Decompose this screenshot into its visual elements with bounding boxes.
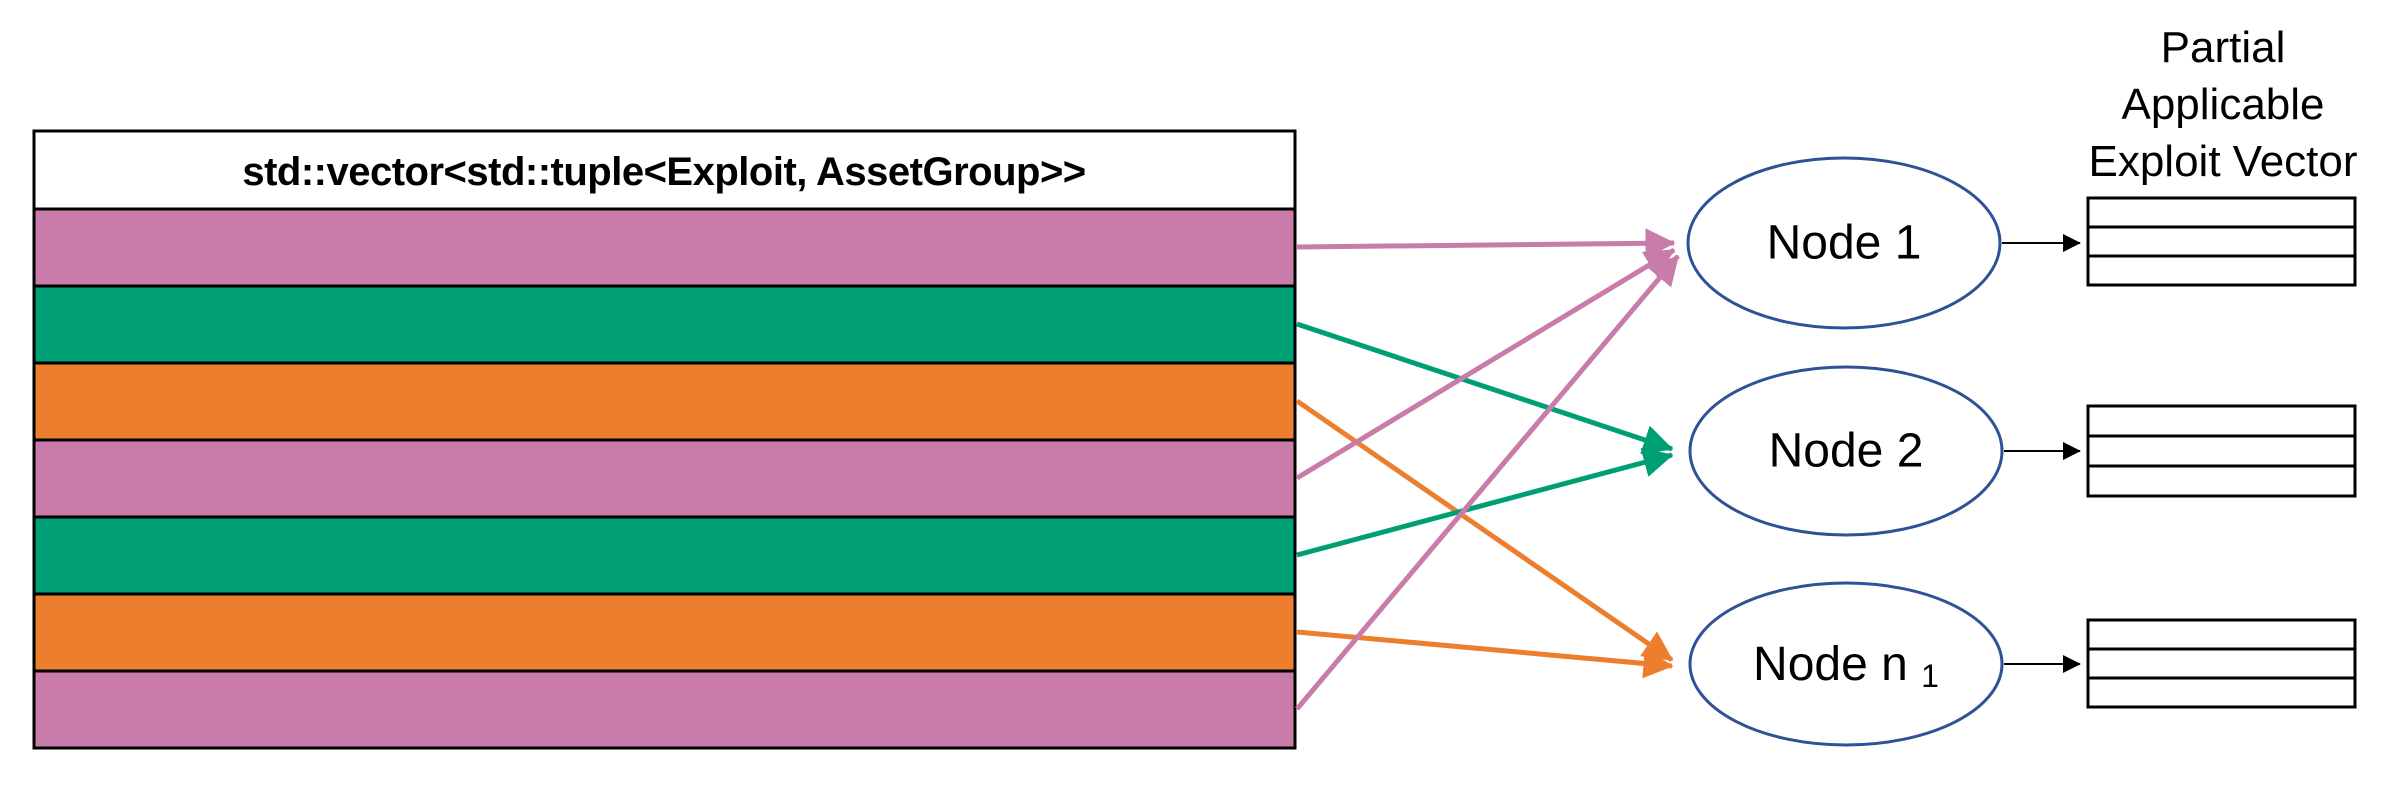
partial-exploit-vector-node1 (2086, 196, 2357, 287)
arrow-row5-to-node2 (1296, 447, 1674, 558)
partial-vector-cell (2086, 434, 2357, 468)
node-n1-label-subscript: 1 (1921, 658, 1939, 694)
node1-ellipse (1686, 156, 2002, 330)
vector-row-1 (32, 207, 1297, 288)
node-to-output-arrows (2002, 234, 2081, 673)
vector-row-6 (32, 592, 1297, 673)
arrow-row6-to-node-n1 (1296, 629, 1674, 679)
output-heading-line2: Applicable (2121, 80, 2324, 129)
vector-row-7 (32, 669, 1297, 750)
partial-vector-cell (2086, 196, 2357, 229)
vector-row-4 (32, 438, 1297, 519)
partial-exploit-vector-node2 (2086, 404, 2357, 498)
graph-nodes: Node 1 Node 2 Node n 1 (1686, 156, 2004, 747)
output-heading-line1: Partial (2161, 23, 2286, 72)
partial-vector-cell (2086, 254, 2357, 287)
node2-label: Node 2 (1769, 425, 1924, 478)
partial-vector-cell (2086, 225, 2357, 258)
arrow-row3-to-node-n1 (1295, 398, 1674, 663)
arrow-row1-to-node1 (1296, 228, 1676, 259)
vector-table-header-cell (32, 129, 1297, 211)
output-heading: Partial Applicable Exploit Vector (2088, 23, 2357, 186)
partial-vector-cell (2086, 676, 2357, 709)
partial-vector-cell (2086, 404, 2357, 438)
node1-label: Node 1 (1767, 217, 1922, 270)
vector-table-title: std::vector<std::tuple<Exploit, AssetGro… (242, 150, 1085, 194)
partial-exploit-vector-tables (2086, 196, 2357, 709)
arrow-row4-to-node1 (1295, 247, 1676, 481)
arrow-row2-to-node2 (1296, 321, 1674, 455)
output-heading-line3: Exploit Vector (2088, 137, 2357, 186)
node-n1-ellipse (1688, 581, 2004, 747)
exploit-vector-table: std::vector<std::tuple<Exploit, AssetGro… (32, 129, 1297, 750)
node-n1-label: Node n 1 (1753, 638, 1939, 695)
vector-row-2 (32, 284, 1297, 365)
partial-vector-cell (2086, 464, 2357, 498)
arrow-row7-to-node1 (1295, 254, 1680, 711)
vector-row-3 (32, 361, 1297, 442)
partial-vector-cell (2086, 647, 2357, 680)
vector-row-5 (32, 515, 1297, 596)
row-to-node-arrows (1295, 228, 1680, 711)
partial-exploit-vector-node-n1 (2086, 618, 2357, 709)
node-n1-label-base: Node n (1753, 638, 1908, 691)
partial-vector-cell (2086, 618, 2357, 651)
node2-ellipse (1688, 365, 2004, 537)
